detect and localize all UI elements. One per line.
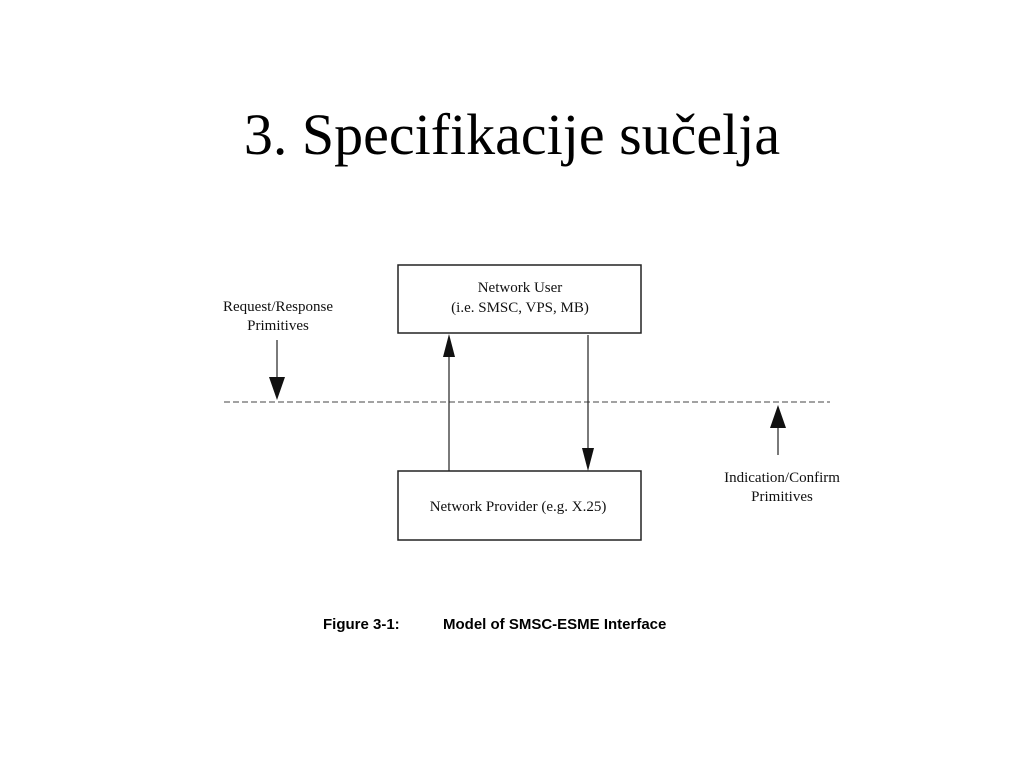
up-arrow-head xyxy=(443,334,455,357)
down-arrow-user-to-provider xyxy=(582,335,594,471)
up-arrow-provider-to-user xyxy=(443,334,455,471)
indication-confirm-label: Indication/Confirm xyxy=(724,470,840,486)
figure-caption: Figure 3-1: Model of SMSC-ESME Interface xyxy=(323,616,666,633)
request-response-group: Request/Response Primitives xyxy=(223,299,333,400)
request-arrow-head xyxy=(269,377,285,400)
network-user-box: Network User (i.e. SMSC, VPS, MB) xyxy=(397,264,642,334)
figure-caption-text: Model of SMSC-ESME Interface xyxy=(443,616,666,633)
figure-number: Figure 3-1: xyxy=(323,616,400,633)
indication-confirm-label-line2: Primitives xyxy=(751,489,813,505)
indication-arrow-head xyxy=(770,405,786,428)
network-user-subtitle: (i.e. SMSC, VPS, MB) xyxy=(451,300,589,316)
network-provider-box: Network Provider (e.g. X.25) xyxy=(397,470,642,541)
down-arrow-head xyxy=(582,448,594,471)
request-response-label: Request/Response xyxy=(223,299,333,315)
network-provider-box-border xyxy=(397,470,642,541)
network-provider-label: Network Provider (e.g. X.25) xyxy=(430,499,607,515)
network-user-title: Network User xyxy=(478,280,563,296)
network-user-box-border xyxy=(397,264,642,334)
request-response-label-line2: Primitives xyxy=(247,318,309,334)
slide-title: 3. Specifikacije sučelja xyxy=(243,102,781,167)
indication-confirm-group: Indication/Confirm Primitives xyxy=(724,405,840,505)
